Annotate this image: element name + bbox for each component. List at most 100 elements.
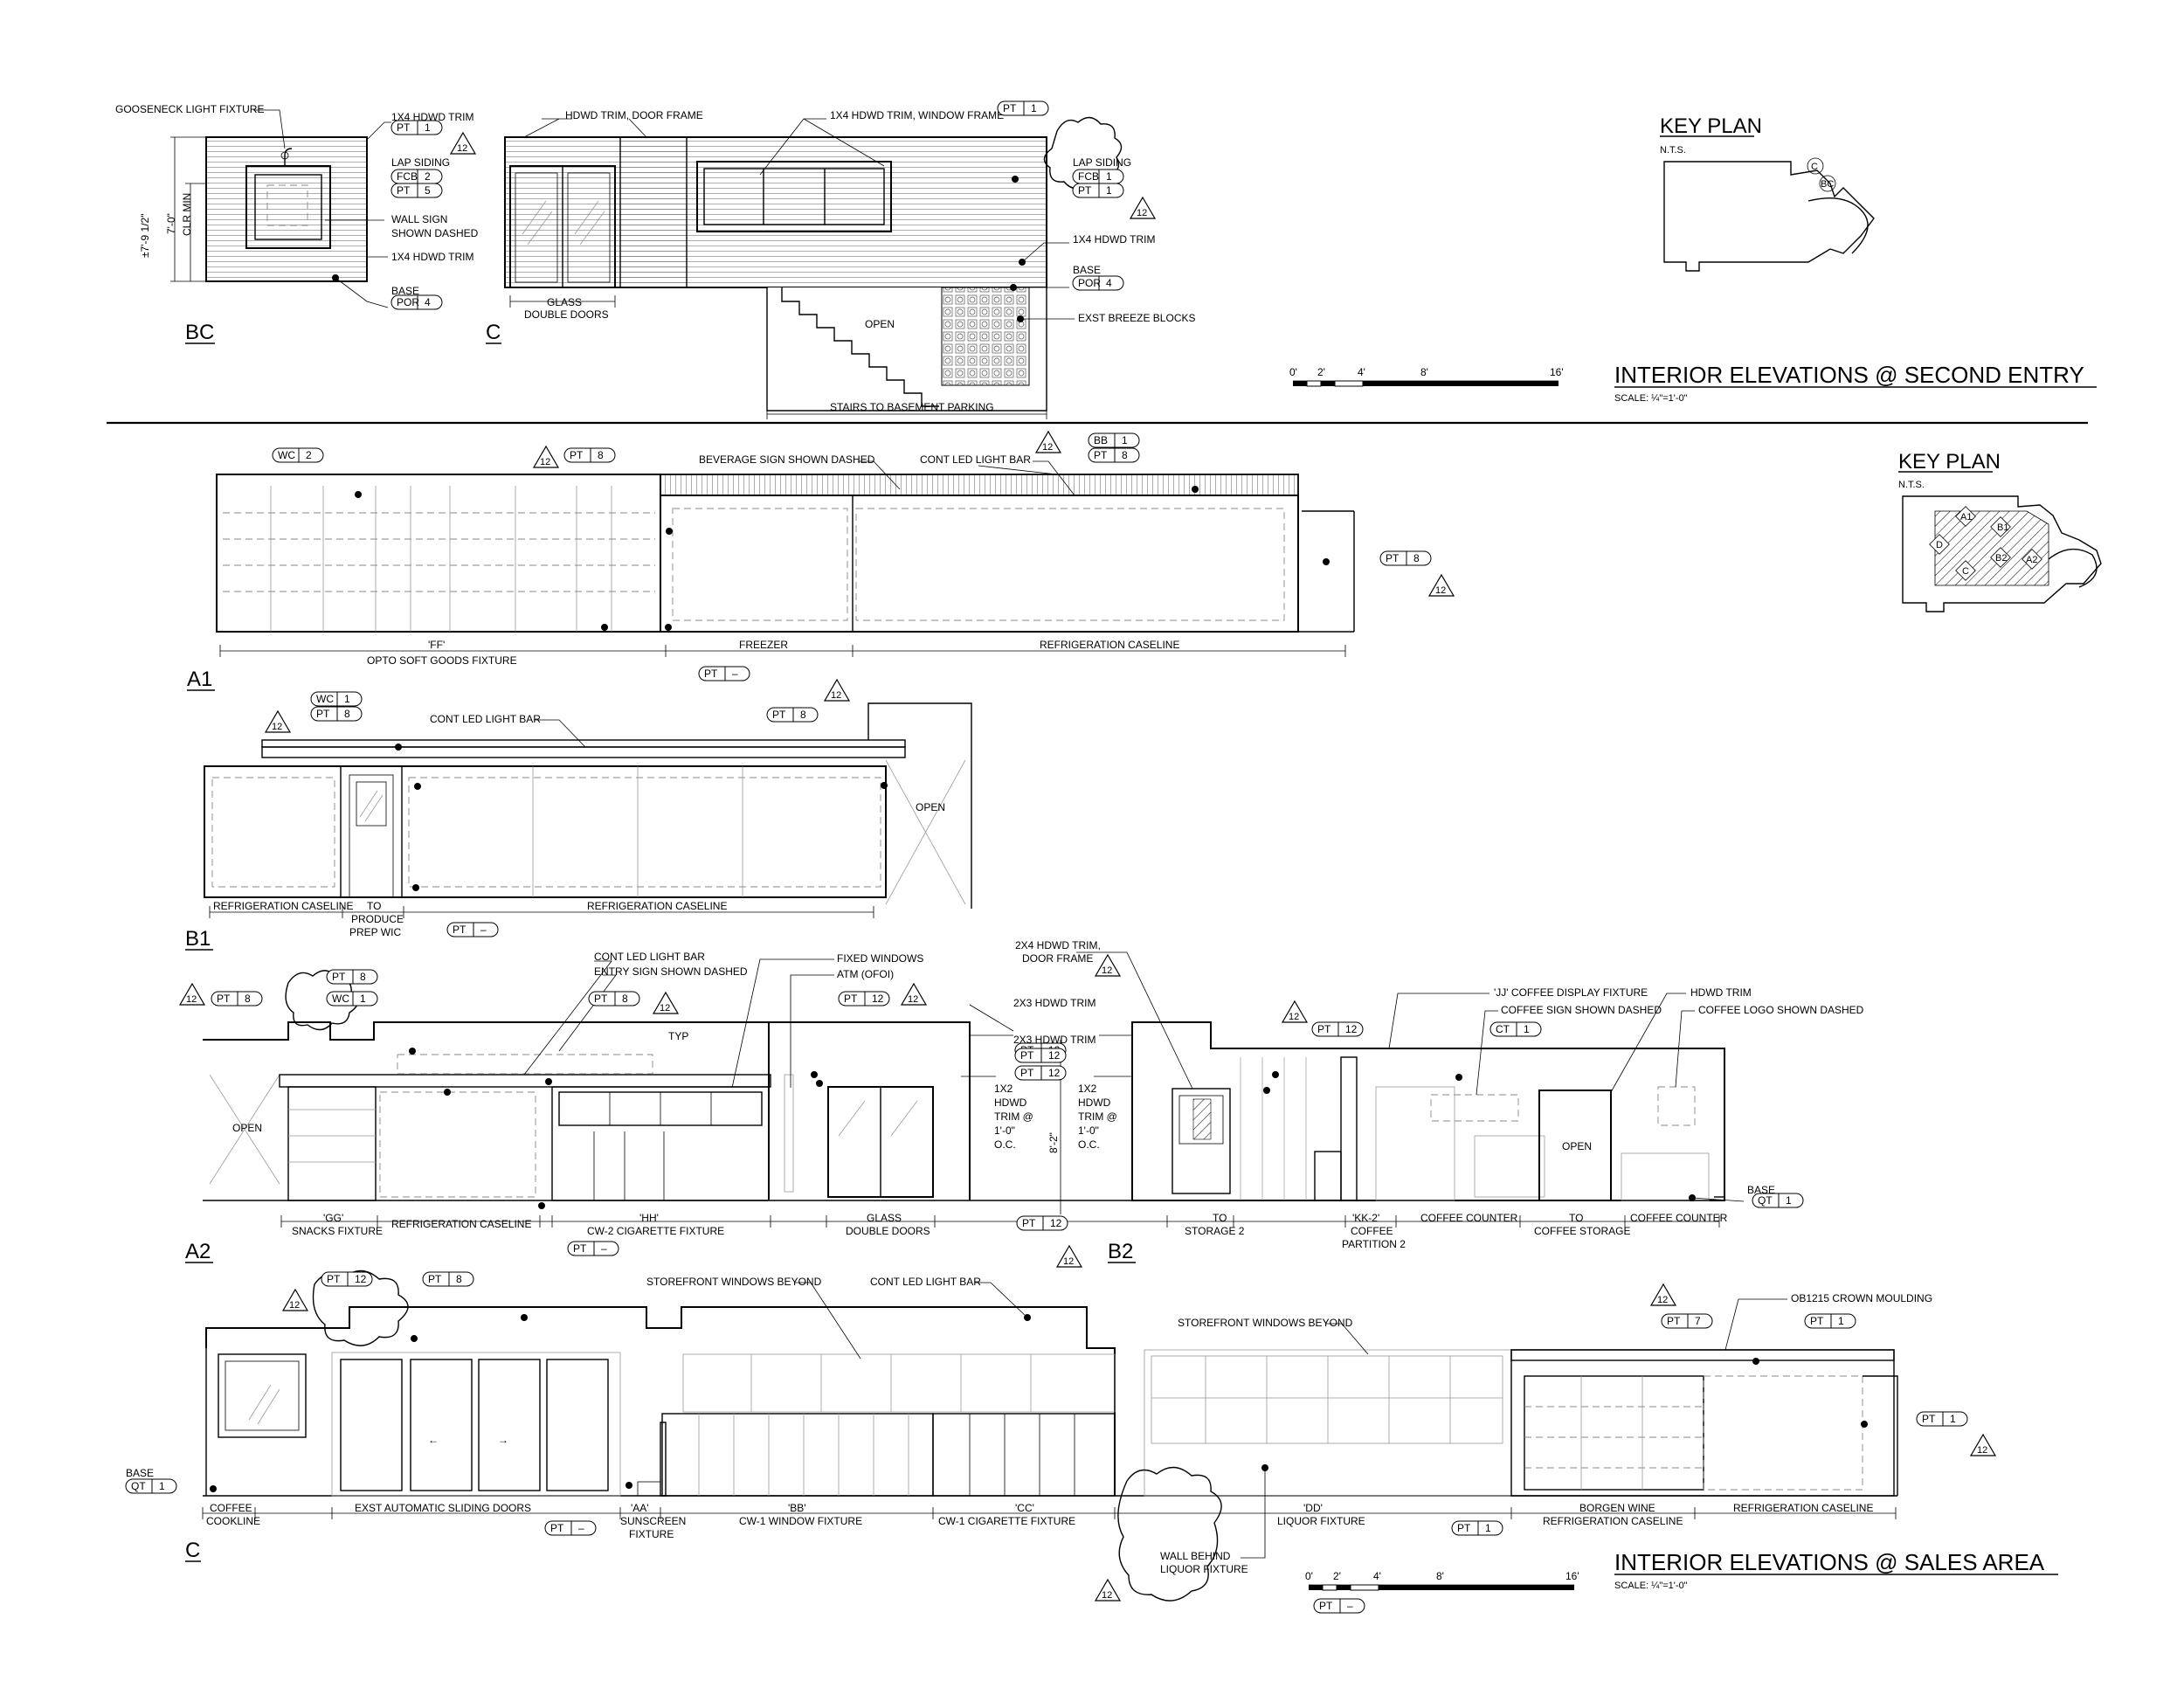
svg-text:EXST AUTOMATIC SLIDING DOORS: EXST AUTOMATIC SLIDING DOORS — [355, 1502, 531, 1514]
revision-delta: 12 — [449, 131, 477, 155]
svg-text:'JJ' COFFEE DISPLAY FIXTURE: 'JJ' COFFEE DISPLAY FIXTURE — [1494, 986, 1648, 999]
revision-number: 12 — [272, 722, 282, 732]
material-tag: PT– — [1313, 1598, 1365, 1614]
svg-text:TO: TO — [1213, 1212, 1227, 1224]
svg-text:BASE: BASE — [1073, 264, 1101, 276]
svg-text:4': 4' — [1358, 366, 1365, 378]
svg-text:B2: B2 — [1995, 553, 2007, 564]
revision-delta: 12 — [1094, 953, 1122, 977]
revision-delta: 12 — [1969, 1433, 1997, 1456]
svg-text:REFRIGERATION CASELINE: REFRIGERATION CASELINE — [1040, 639, 1179, 651]
tag-code: PT — [428, 1273, 442, 1285]
tag-code: PT — [573, 1242, 587, 1255]
svg-text:LIQUOR FIXTURE: LIQUOR FIXTURE — [1160, 1563, 1248, 1575]
svg-text:GLASS: GLASS — [547, 296, 582, 308]
svg-text:COFFEE COUNTER: COFFEE COUNTER — [1630, 1212, 1728, 1224]
tag-code: PT — [1319, 1600, 1333, 1612]
material-tag: PT– — [698, 666, 750, 681]
tag-code: FCB — [397, 170, 418, 183]
svg-text:2X3 HDWD TRIM: 2X3 HDWD TRIM — [1013, 997, 1095, 1009]
tag-code: PT — [1020, 1067, 1034, 1079]
svg-text:CONT LED LIGHT BAR: CONT LED LIGHT BAR — [430, 713, 541, 725]
key-plan-marker-c: C — [1811, 162, 1818, 172]
view-label-c: C — [486, 321, 501, 344]
svg-text:CONT LED LIGHT BAR: CONT LED LIGHT BAR — [920, 453, 1031, 466]
tag-code: WC — [278, 449, 295, 461]
tag-code: PT — [1386, 552, 1400, 564]
svg-text:BASE: BASE — [126, 1467, 154, 1479]
tag-number: – — [480, 924, 487, 936]
svg-text:→: → — [498, 1434, 508, 1446]
tag-code: QT — [1758, 1194, 1773, 1207]
svg-text:PARTITION 2: PARTITION 2 — [1342, 1238, 1406, 1250]
tag-code: PT — [1020, 1049, 1034, 1062]
svg-text:CONT LED LIGHT BAR: CONT LED LIGHT BAR — [870, 1276, 981, 1288]
tag-number: 12 — [1048, 1049, 1061, 1062]
svg-text:8': 8' — [1436, 1570, 1444, 1582]
svg-text:LIQUOR FIXTURE: LIQUOR FIXTURE — [1277, 1515, 1365, 1527]
svg-text:0': 0' — [1305, 1570, 1313, 1582]
svg-text:ATM (OFOI): ATM (OFOI) — [837, 968, 894, 980]
svg-text:REFRIGERATION CASELINE: REFRIGERATION CASELINE — [1543, 1515, 1683, 1527]
svg-text:1X4 HDWD TRIM, WINDOW FRAME: 1X4 HDWD TRIM, WINDOW FRAME — [830, 109, 1004, 121]
svg-text:A2: A2 — [2026, 555, 2037, 565]
svg-text:O.C.: O.C. — [994, 1138, 1016, 1151]
tag-number: 8 — [344, 708, 350, 720]
revision-number: 12 — [1977, 1445, 1987, 1456]
svg-text:1X4 HDWD TRIM: 1X4 HDWD TRIM — [391, 251, 473, 263]
tag-number: 8 — [598, 449, 604, 461]
tag-code: PT — [844, 993, 858, 1005]
tag-code: PT — [550, 1522, 564, 1534]
svg-text:COFFEE STORAGE: COFFEE STORAGE — [1534, 1225, 1630, 1237]
tag-code: PT — [332, 971, 346, 983]
section-scale-2: SCALE: ¼"=1'-0" — [1614, 1581, 1688, 1591]
tag-code: PT — [1317, 1023, 1331, 1035]
section-title-2: INTERIOR ELEVATIONS @ SALES AREA — [1614, 1549, 2045, 1575]
tag-code: QT — [131, 1480, 146, 1492]
svg-text:HDWD: HDWD — [994, 1097, 1027, 1109]
revision-delta: 12 — [1094, 1578, 1122, 1602]
svg-text:'DD': 'DD' — [1303, 1502, 1323, 1514]
svg-text:COFFEE COUNTER: COFFEE COUNTER — [1420, 1212, 1518, 1224]
tag-code: PT — [1094, 449, 1108, 461]
svg-text:1'-0": 1'-0" — [1078, 1124, 1099, 1137]
material-tag: PT– — [567, 1241, 619, 1256]
svg-text:SUNSCREEN: SUNSCREEN — [620, 1515, 686, 1527]
svg-text:'BB': 'BB' — [788, 1502, 806, 1514]
svg-text:STORAGE 2: STORAGE 2 — [1185, 1225, 1245, 1237]
tag-number: 1 — [425, 121, 431, 134]
key-plan-marker-bc: BC — [1821, 179, 1834, 190]
revision-delta: 12 — [1427, 573, 1455, 597]
elevation-b1: OPEN CONT LED LIGHT BAR REFRIGERATION CA… — [185, 702, 972, 951]
svg-text:2': 2' — [1333, 1570, 1341, 1582]
svg-text:HDWD TRIM: HDWD TRIM — [1690, 986, 1752, 999]
svg-text:FIXED WINDOWS: FIXED WINDOWS — [837, 952, 923, 965]
svg-text:OPEN: OPEN — [916, 801, 945, 813]
view-label-c-2: C — [185, 1539, 200, 1562]
svg-text:OB1215 CROWN MOULDING: OB1215 CROWN MOULDING — [1791, 1292, 1932, 1304]
svg-text:BEVERAGE SIGN SHOWN DASHED: BEVERAGE SIGN SHOWN DASHED — [699, 453, 875, 466]
revision-number: 12 — [540, 457, 550, 467]
svg-text:±7'-9 1/2": ±7'-9 1/2" — [139, 214, 151, 259]
revision-delta: 12 — [900, 982, 928, 1006]
key-plan-sales-area: KEY PLAN N.T.S. A1 B1 D B2 C A2 — [1898, 450, 2102, 612]
key-plan-second-entry: KEY PLAN N.T.S. C BC — [1660, 114, 1875, 272]
tag-code: PT — [1003, 102, 1017, 114]
revision-number: 12 — [1102, 965, 1112, 976]
svg-text:FIXTURE: FIXTURE — [629, 1528, 674, 1540]
